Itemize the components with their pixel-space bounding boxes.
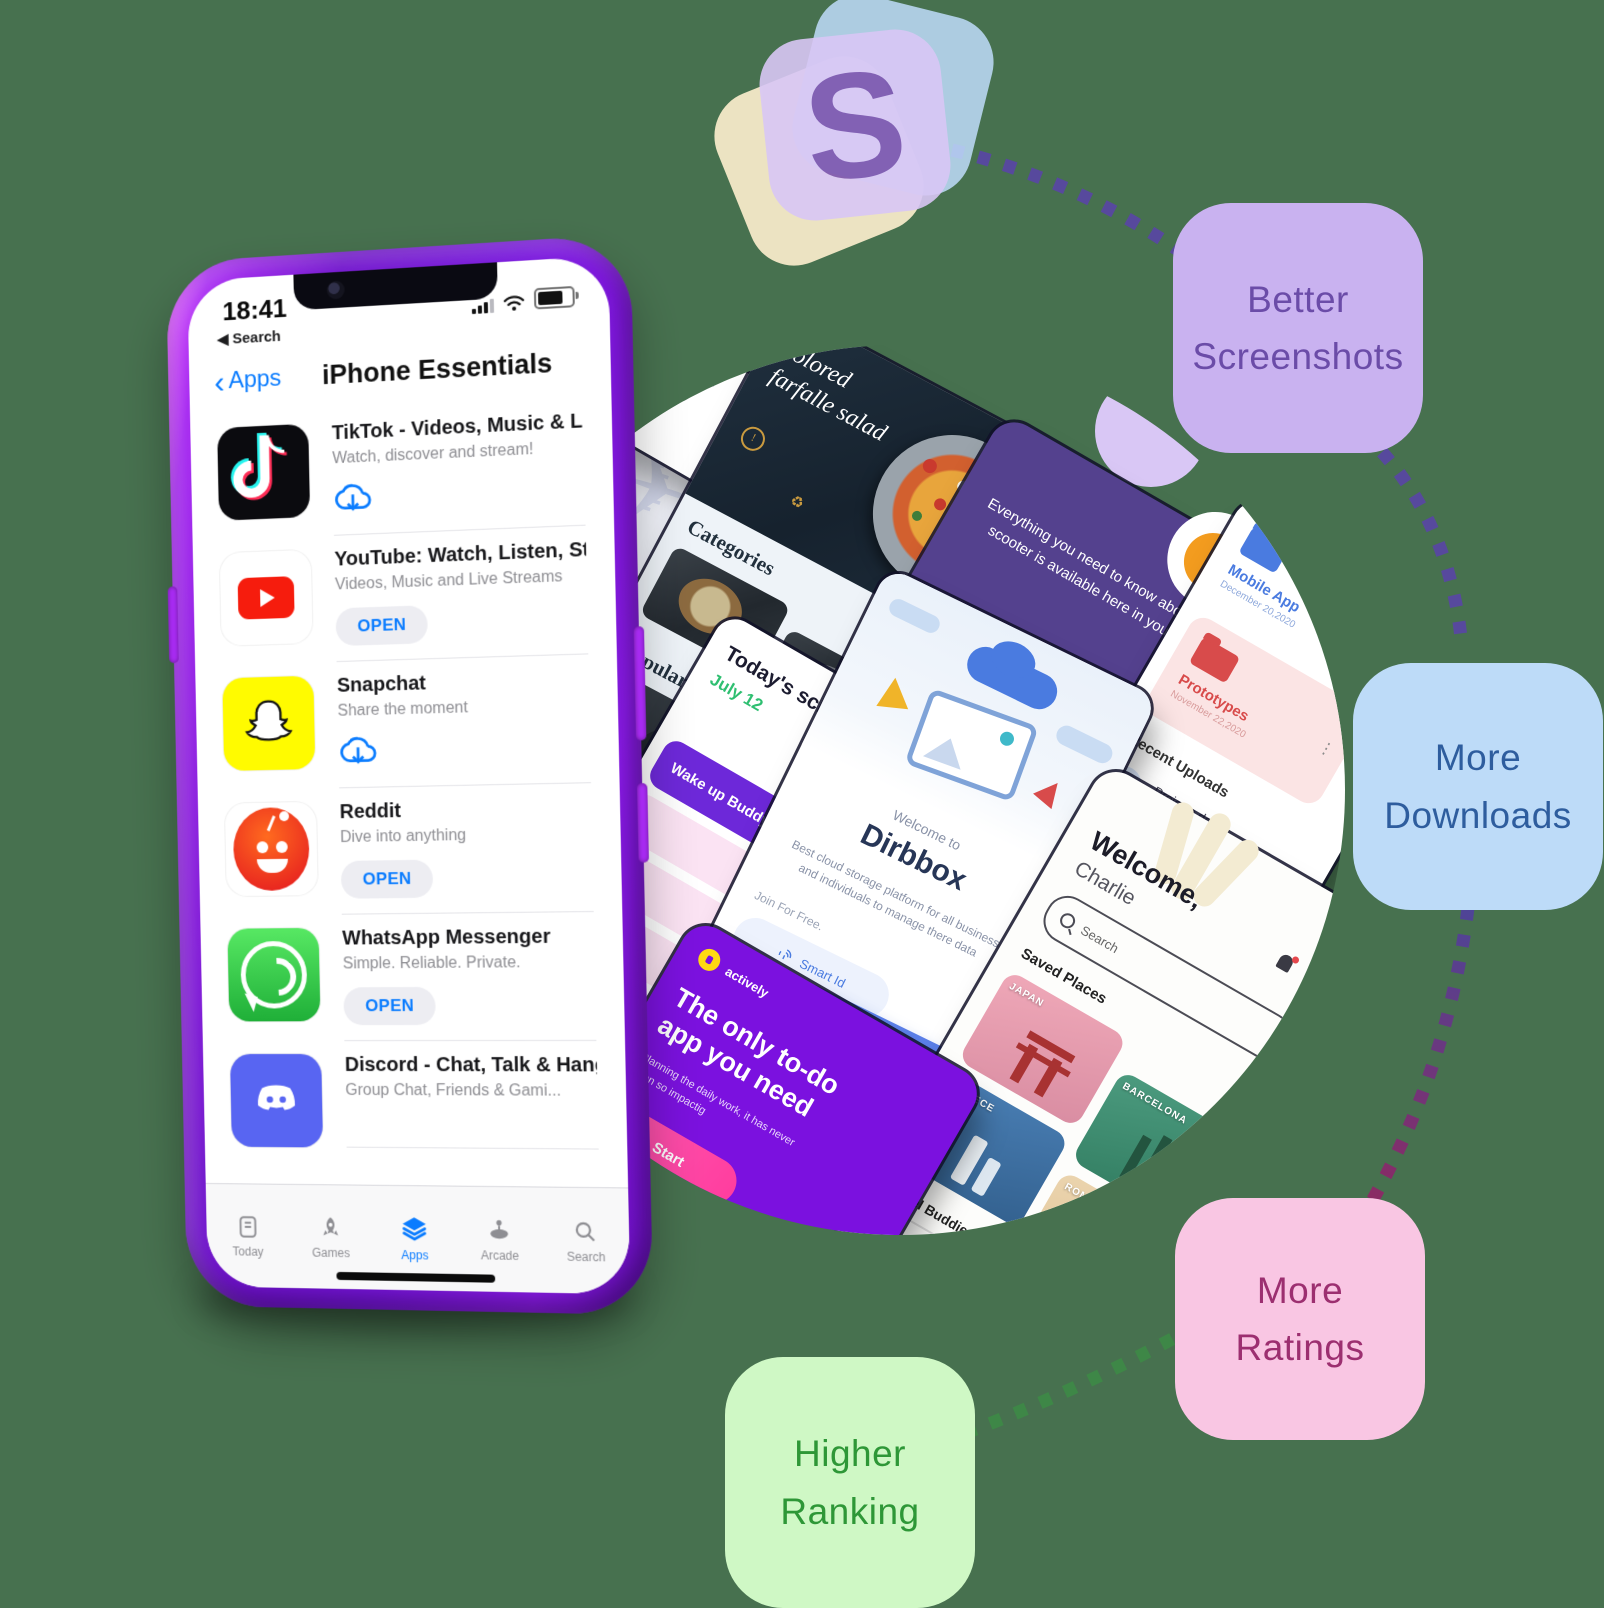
app-name: Reddit xyxy=(339,800,402,824)
connector-downloads-to-ratings xyxy=(1362,907,1475,1212)
app-subtitle: Simple. Reliable. Private. xyxy=(342,954,521,973)
badge-more-downloads: More Downloads xyxy=(1353,663,1603,910)
badge-line: Ranking xyxy=(780,1490,920,1532)
app-name: YouTube: Watch, Listen, Stre... xyxy=(334,538,587,571)
camera-icon xyxy=(326,280,345,300)
search-icon xyxy=(572,1218,599,1245)
arcade-icon xyxy=(490,1219,509,1239)
app-row-tiktok[interactable]: TikTok - Videos, Music & LIVE Watch, dis… xyxy=(190,396,614,542)
battery-icon xyxy=(533,285,575,310)
app-row-discord[interactable]: Discord - Chat, Talk & Hang... Group Cha… xyxy=(203,1041,628,1150)
app-row-reddit[interactable]: Reddit Dive into anything OPEN xyxy=(198,783,623,917)
signal-icon xyxy=(471,298,495,315)
smart-id-button: Smart Id xyxy=(725,910,897,1024)
tab-bar: Today Games Apps Arcade Search xyxy=(205,1182,631,1295)
app-name: WhatsApp Messenger xyxy=(342,925,551,950)
tab-apps[interactable]: Apps xyxy=(371,1186,458,1291)
badge-higher-ranking: Higher Ranking xyxy=(725,1357,975,1608)
open-button[interactable]: OPEN xyxy=(335,605,429,647)
badge-line: More xyxy=(1434,737,1522,779)
app-subtitle: Dive into anything xyxy=(340,826,467,847)
badge-line: Downloads xyxy=(1384,794,1572,836)
tab-today[interactable]: Today xyxy=(206,1184,290,1288)
cloud-download-icon[interactable] xyxy=(338,735,378,772)
app-subtitle: Group Chat, Friends & Gami... xyxy=(345,1081,562,1100)
app-row-youtube[interactable]: YouTube: Watch, Listen, Stre... Videos, … xyxy=(193,525,617,667)
page-title: iPhone Essentials xyxy=(321,347,553,391)
status-time: 18:41 xyxy=(222,292,288,327)
open-button[interactable]: OPEN xyxy=(340,859,434,899)
badge-line: Higher xyxy=(794,1433,906,1475)
connector-ratings-to-ranking xyxy=(965,1320,1200,1439)
snapchat-icon xyxy=(222,675,316,771)
badge-line: Better xyxy=(1247,278,1349,320)
app-name: Snapchat xyxy=(336,672,427,697)
reddit-icon xyxy=(224,801,318,897)
app-row-whatsapp[interactable]: WhatsApp Messenger Simple. Reliable. Pri… xyxy=(200,912,625,1042)
apps-icon xyxy=(400,1216,428,1243)
badge-better-screenshots: Better Screenshots xyxy=(1173,203,1423,453)
whatsapp-icon xyxy=(227,927,321,1022)
tab-search[interactable]: Search xyxy=(541,1188,630,1295)
cloud-download-icon[interactable] xyxy=(333,481,373,519)
open-button[interactable]: OPEN xyxy=(343,986,437,1026)
connector-logo-to-screenshots xyxy=(950,143,1182,256)
discord-icon xyxy=(229,1054,324,1148)
youtube-icon xyxy=(219,549,313,646)
today-icon xyxy=(235,1213,261,1239)
app-subtitle: Videos, Music and Live Streams xyxy=(334,568,563,594)
app-list: TikTok - Videos, Music & LIVE Watch, dis… xyxy=(190,396,627,1150)
tab-games[interactable]: Games xyxy=(288,1185,374,1290)
app-logo: S xyxy=(700,0,1004,280)
fingerprint-icon xyxy=(778,949,792,960)
app-subtitle: Share the moment xyxy=(337,699,469,720)
badge-line: Screenshots xyxy=(1192,336,1404,377)
badge-line: More xyxy=(1256,1269,1344,1311)
app-row-snapchat[interactable]: Snapchat Share the moment xyxy=(195,654,619,792)
badge-line: Ratings xyxy=(1235,1327,1365,1368)
iphone-mockup: 18:41 ◀ Search ‹Apps iPhone Essentials xyxy=(165,233,654,1316)
wifi-icon xyxy=(503,295,525,311)
tiktok-icon xyxy=(217,423,311,521)
volume-button xyxy=(167,586,179,664)
app-name: Discord - Chat, Talk & Hang... xyxy=(344,1054,598,1077)
games-icon xyxy=(323,1216,338,1236)
back-to-apps-link[interactable]: ‹Apps xyxy=(213,363,282,400)
navigation-bar: ‹Apps iPhone Essentials xyxy=(213,346,585,400)
status-back-to-app[interactable]: ◀ Search xyxy=(217,327,281,349)
badge-more-ratings: More Ratings xyxy=(1175,1198,1425,1440)
phone-screen: 18:41 ◀ Search ‹Apps iPhone Essentials xyxy=(187,255,631,1295)
connector-screenshots-to-downloads xyxy=(1377,447,1469,649)
logo-square-lavender: S xyxy=(754,24,956,226)
logo-letter: S xyxy=(796,35,914,214)
side-button xyxy=(637,783,649,863)
